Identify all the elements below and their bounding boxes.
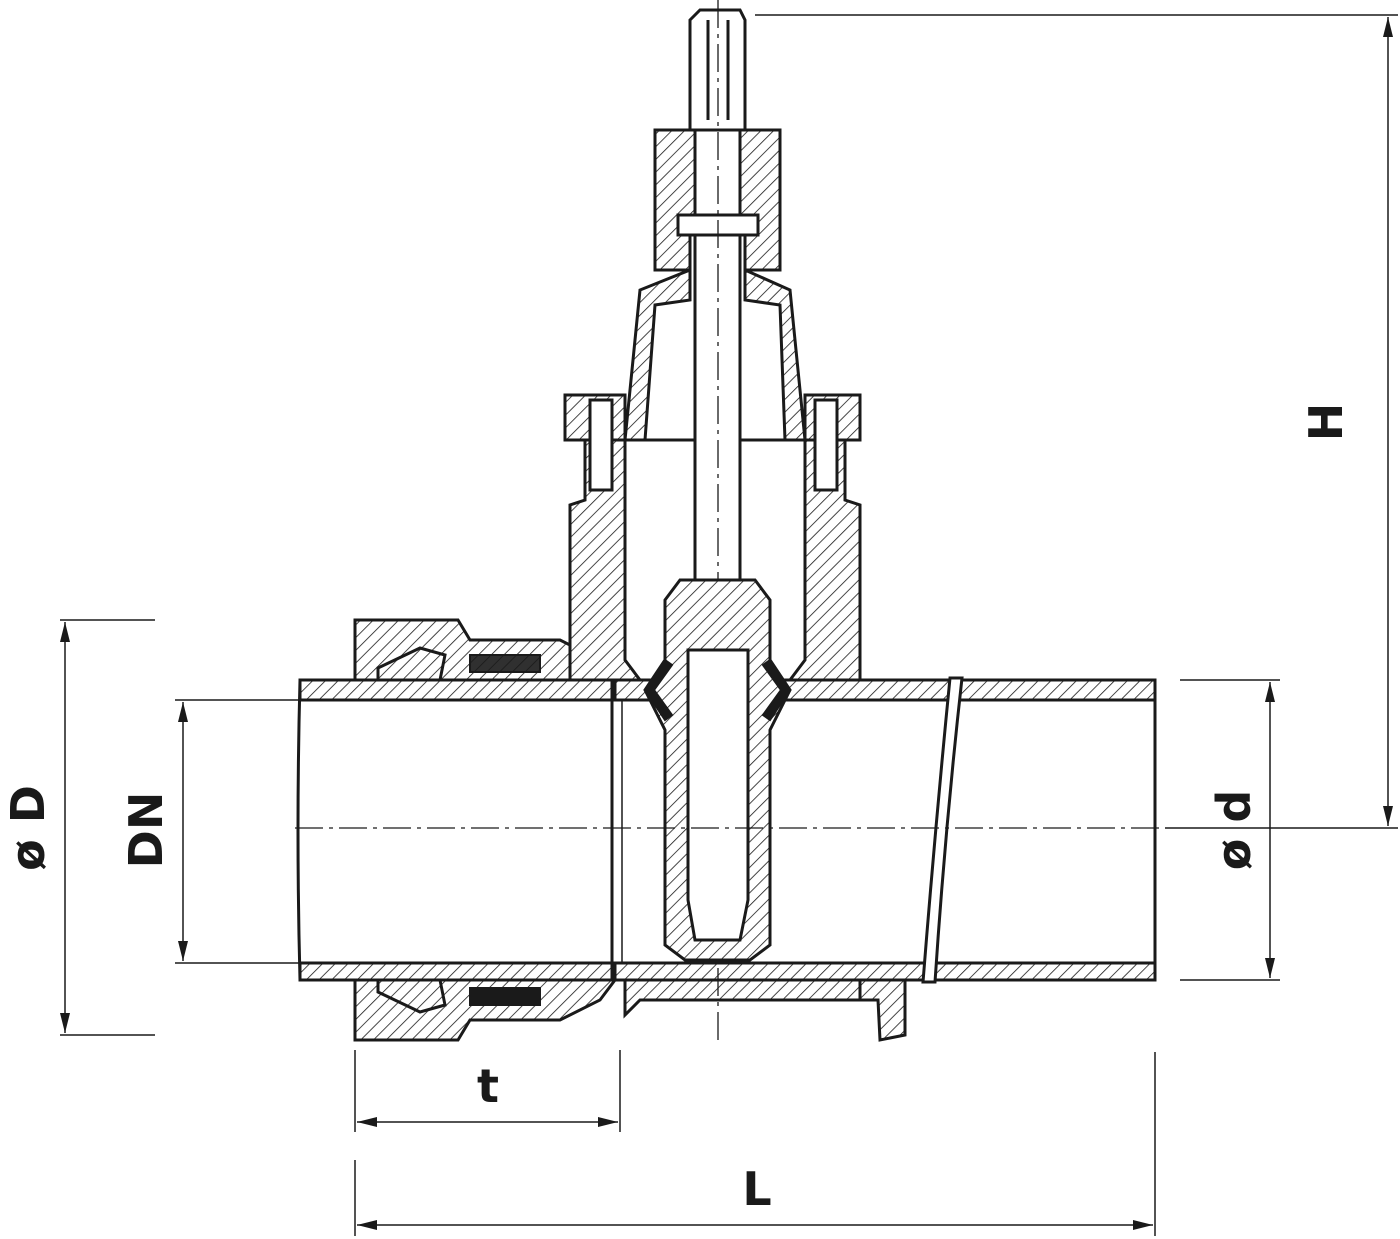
dimension-label-h: H: [1299, 403, 1353, 442]
dimension-label-outer-diameter: ø D: [1, 785, 55, 871]
dimension-h: H: [755, 14, 1398, 829]
left-pipe: [296, 678, 623, 982]
dimension-nominal-diameter: DN: [119, 699, 300, 964]
dimension-outer-diameter: ø D: [1, 619, 155, 1036]
dimension-socket-depth: t: [354, 1050, 621, 1132]
dimension-length: L: [354, 1052, 1156, 1236]
dimension-label-socket-depth: t: [477, 1059, 499, 1113]
dimension-label-length: L: [742, 1162, 771, 1216]
dimension-label-pipe-diameter: ø d: [1207, 790, 1261, 871]
dimension-pipe-diameter: ø d: [1180, 679, 1280, 981]
gate-wedge: [643, 578, 792, 962]
valve-body: [568, 438, 1157, 1042]
dimension-label-nominal-diameter: DN: [119, 792, 173, 869]
socket-housing: [300, 618, 618, 1042]
